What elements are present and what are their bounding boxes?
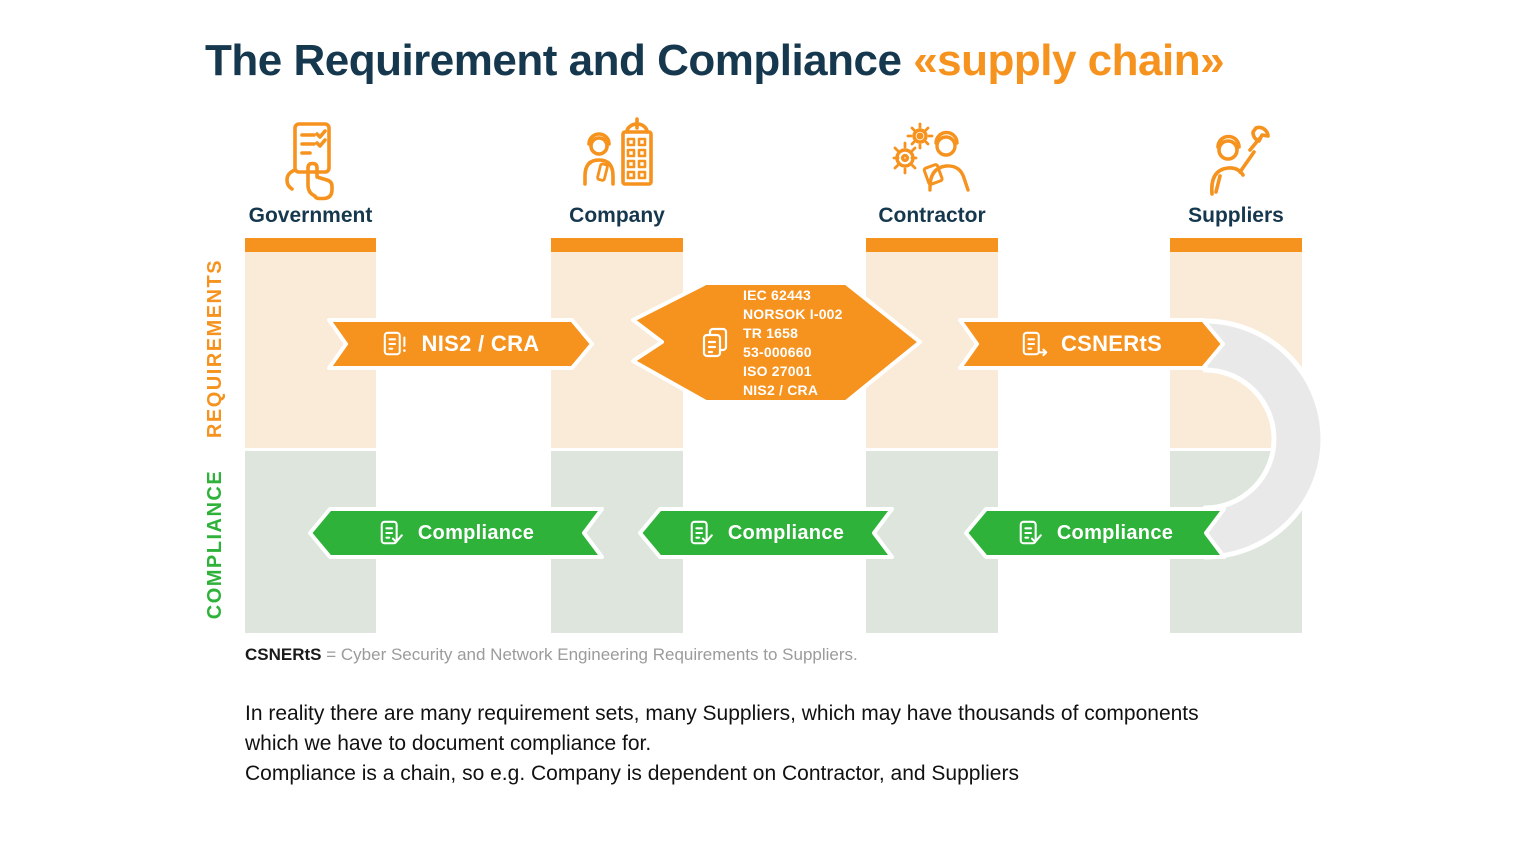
standard-item: NIS2 / CRA — [743, 381, 819, 398]
column-contractor: Contractor — [866, 118, 998, 633]
page-title: The Requirement and Compliance «supply c… — [205, 36, 1225, 86]
column-bar-suppliers — [1170, 238, 1302, 252]
body-text: In reality there are many requirement se… — [245, 699, 1199, 789]
standard-item: TR 1658 — [743, 324, 799, 341]
requirement-arrow-csnerts: CSNERtS — [958, 318, 1225, 370]
body-line-3: Compliance is a chain, so e.g. Company i… — [245, 762, 1019, 785]
footnote-definition: = Cyber Security and Network Engineering… — [321, 645, 858, 664]
requirement-arrow-label: CSNERtS — [1060, 331, 1163, 356]
column-label-government: Government — [248, 204, 373, 227]
standard-item: 53-000660 — [743, 343, 812, 360]
standard-item: IEC 62443 — [743, 286, 811, 303]
document-check-icon — [1017, 519, 1045, 547]
compliance-arrow-label: Compliance — [727, 521, 845, 544]
footnote-term: CSNERtS — [245, 645, 322, 664]
compliance-arrow-label: Compliance — [417, 521, 535, 544]
column-bar-government — [245, 238, 376, 252]
requirement-hexagon-standards: IEC 62443 NORSOK I-002 TR 1658 53-000660… — [631, 279, 922, 406]
government-checklist-icon — [245, 118, 376, 202]
row-label-requirements: REQUIREMENTS — [204, 258, 226, 439]
column-government: Government — [245, 118, 376, 633]
footnote: CSNERtS = Cyber Security and Network Eng… — [245, 645, 858, 665]
column-label-company: Company — [569, 204, 665, 227]
standard-item: NORSOK I-002 — [743, 305, 843, 322]
contractor-gears-worker-icon — [866, 118, 998, 202]
supplier-worker-wrench-icon — [1170, 118, 1302, 202]
column-bar-company — [551, 238, 683, 252]
document-forward-icon — [1021, 330, 1049, 358]
document-check-icon — [688, 519, 716, 547]
page-title-main: The Requirement and Compliance — [205, 36, 914, 85]
uturn-connector-arc — [1075, 310, 1355, 590]
column-label-suppliers: Suppliers — [1188, 204, 1284, 227]
document-alert-icon — [382, 330, 410, 358]
requirement-arrow-nis2-cra: NIS2 / CRA — [327, 318, 594, 370]
requirement-arrow-label: NIS2 / CRA — [421, 331, 540, 356]
compliance-arrow-2: Compliance — [638, 507, 894, 559]
body-line-1: In reality there are many requirement se… — [245, 702, 1199, 725]
row-label-compliance: COMPLIANCE — [204, 469, 226, 620]
compliance-arrow-label: Compliance — [1056, 521, 1174, 544]
documents-stack-icon — [699, 326, 731, 360]
standards-list: IEC 62443 NORSOK I-002 TR 1658 53-000660… — [743, 286, 843, 400]
compliance-arrow-1: Compliance — [308, 507, 604, 559]
compliance-arrow-3: Compliance — [964, 507, 1226, 559]
standard-item: ISO 27001 — [743, 362, 812, 379]
company-worker-building-icon — [551, 117, 683, 202]
column-bar-contractor — [866, 238, 998, 252]
document-check-icon — [378, 519, 406, 547]
page-title-accent: «supply chain» — [913, 36, 1225, 85]
column-label-contractor: Contractor — [878, 204, 986, 227]
body-line-2: which we have to document compliance for… — [245, 732, 652, 755]
